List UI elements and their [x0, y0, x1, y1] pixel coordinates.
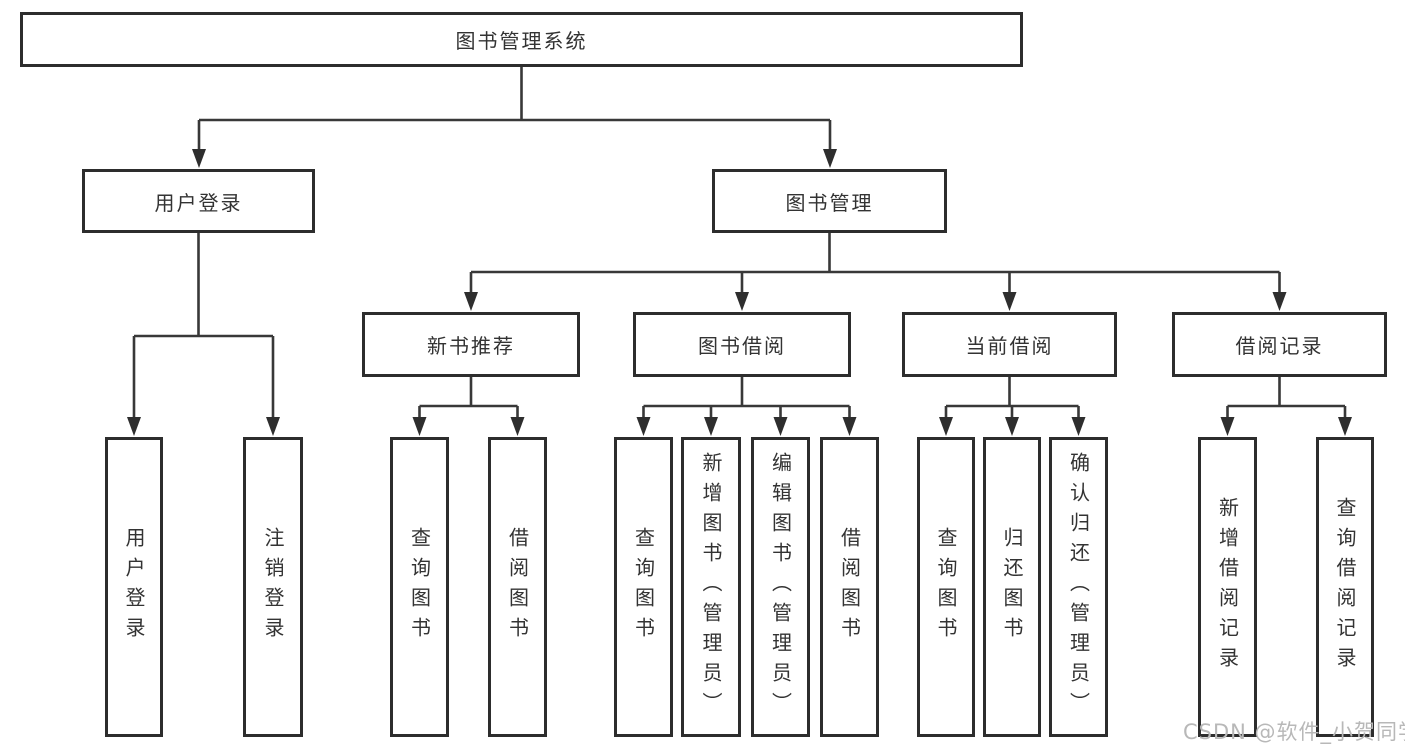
node-new-book-recommend: 新书推荐: [362, 312, 580, 377]
node-leaf-bb-query-books: 查询图书: [614, 437, 673, 737]
node-leaf-bb-borrow-books: 借阅图书: [820, 437, 879, 737]
csdn-watermark: CSDN @软件_小贺同学: [1183, 720, 1405, 744]
connector-new-book-recommend-children: [412, 377, 525, 436]
node-leaf-cb-query-books: 查询图书: [917, 437, 975, 737]
node-leaf-nb-borrow-books: 借阅图书: [488, 437, 547, 737]
connector-user-login-children: [127, 233, 280, 436]
node-user-login: 用户登录: [82, 169, 315, 233]
node-leaf-br-query-record: 查询借阅记录: [1316, 437, 1374, 737]
connector-root-to-level2: [192, 67, 837, 168]
node-leaf-cb-return-books: 归还图书: [983, 437, 1041, 737]
node-leaf-br-add-record: 新增借阅记录: [1198, 437, 1257, 737]
connector-book-borrow-children: [636, 377, 857, 436]
node-leaf-logout: 注销登录: [243, 437, 303, 737]
node-leaf-bb-edit-books: 编辑图书（管理员）: [751, 437, 810, 737]
node-leaf-cb-confirm-return: 确认归还（管理员）: [1049, 437, 1108, 737]
connector-book-management-children: [464, 233, 1287, 311]
node-borrow-records: 借阅记录: [1172, 312, 1387, 377]
node-root: 图书管理系统: [20, 12, 1023, 67]
node-leaf-user-login: 用户登录: [105, 437, 163, 737]
connector-current-borrow-children: [939, 377, 1086, 436]
node-book-borrow: 图书借阅: [633, 312, 851, 377]
node-book-management: 图书管理: [712, 169, 947, 233]
node-leaf-nb-query-books: 查询图书: [390, 437, 449, 737]
node-current-borrow: 当前借阅: [902, 312, 1117, 377]
connector-borrow-records-children: [1220, 377, 1352, 436]
node-leaf-bb-add-books: 新增图书（管理员）: [681, 437, 741, 737]
